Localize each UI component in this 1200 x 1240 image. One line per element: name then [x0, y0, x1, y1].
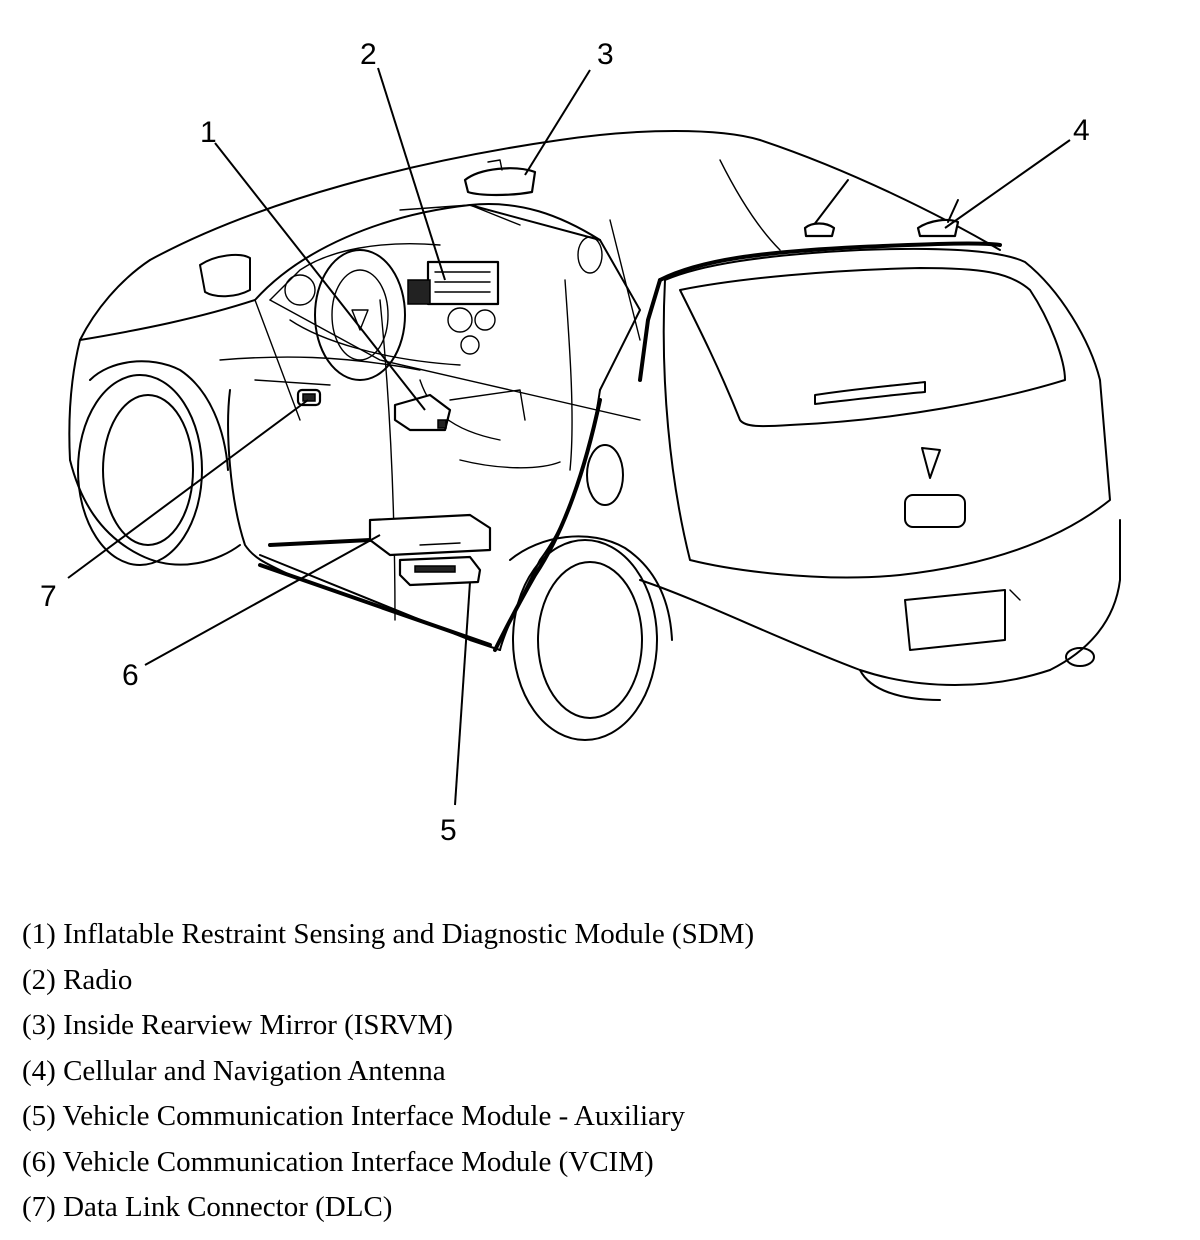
legend-item-2: (2) Radio: [22, 963, 133, 996]
legend-item-3: (3) Inside Rearview Mirror (ISRVM): [22, 1009, 453, 1041]
callout-4: 4: [1073, 114, 1090, 147]
leader-line-5: [454, 581, 471, 806]
callout-2: 2: [360, 38, 377, 71]
legend-item-1: (1) Inflatable Restraint Sensing and Dia…: [22, 918, 755, 950]
legend-item-6: (6) Vehicle Communication Interface Modu…: [22, 1145, 654, 1178]
leader-line-2: [377, 67, 446, 281]
vehicle-diagram: 1 2 3 4 5 6 7: [40, 38, 1121, 847]
leader-lines: [67, 67, 1071, 806]
legend-item-4: (4) Cellular and Navigation Antenna: [22, 1054, 446, 1087]
callout-5: 5: [440, 814, 457, 847]
vcim-module: [368, 513, 492, 557]
legend-item-7: (7) Data Link Connector (DLC): [22, 1191, 393, 1223]
dlc-connector: [296, 388, 322, 407]
legend-item-5: (5) Vehicle Communication Interface Modu…: [22, 1100, 686, 1132]
leader-line-1: [214, 142, 426, 411]
leader-line-3: [524, 69, 591, 176]
callout-1: 1: [200, 116, 217, 149]
sdm-module: [393, 393, 452, 432]
vcim-auxiliary-module: [398, 555, 482, 587]
callout-6: 6: [122, 659, 139, 692]
leader-line-6: [144, 534, 381, 666]
rearview-mirror-unit: [463, 159, 537, 197]
callout-3: 3: [597, 38, 614, 71]
parts-legend: (1) Inflatable Restraint Sensing and Dia…: [22, 912, 1122, 1231]
car-outline: [68, 130, 1121, 741]
callout-7: 7: [40, 580, 57, 613]
cell-nav-antenna: [916, 199, 960, 238]
leader-line-4: [944, 139, 1071, 229]
leader-line-7: [67, 399, 309, 579]
radio-unit: [407, 260, 500, 306]
